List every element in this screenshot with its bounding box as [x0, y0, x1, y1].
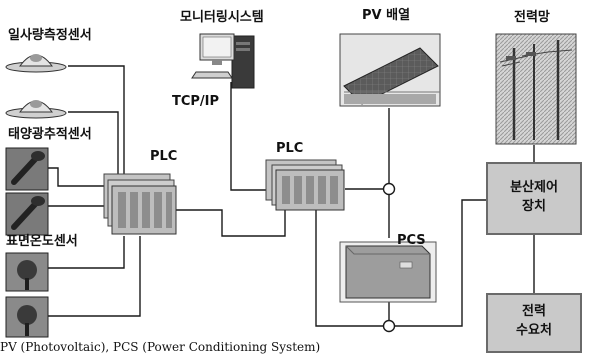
temperature-probe-icon [5, 296, 49, 338]
label-plc-left: PLC [150, 149, 178, 164]
distributed-control-line1: 분산제어 [510, 180, 558, 195]
wire-temp-1 [48, 236, 125, 269]
plc-rack-icon [265, 159, 345, 211]
wire-tracking-1 [48, 167, 104, 187]
power-line-icon [495, 33, 577, 145]
power-consumer-line1: 전력 [522, 304, 546, 319]
junction-bus [382, 319, 396, 333]
wire-plc-link [175, 205, 286, 237]
figure-caption: PV (Photovoltaic), PCS (Power Conditioni… [0, 340, 321, 354]
computer-icon [191, 33, 255, 89]
solar-panel-icon [339, 33, 441, 107]
wire-bus-consumer [395, 199, 486, 327]
power-consumer-box [486, 293, 582, 353]
dome-sensor-icon [5, 100, 67, 119]
inverter-icon [339, 241, 437, 303]
distributed-control-line2: 장치 [522, 199, 546, 214]
power-consumer-line2: 수요처 [516, 323, 552, 338]
wire-irradiance-1 [68, 65, 125, 176]
wire-tcpip [230, 82, 275, 191]
label-solar-tracking-sensor: 태양광추적센서 [8, 127, 92, 142]
dome-sensor-icon [5, 54, 67, 73]
label-power-grid: 전력망 [514, 10, 550, 25]
connection-lines [48, 65, 535, 327]
temperature-probe-icon [5, 252, 49, 292]
distributed-control-box [486, 162, 582, 235]
label-irradiance-sensor: 일사량측정센서 [8, 28, 92, 43]
wire-irradiance-2 [68, 111, 119, 176]
label-pcs: PCS [397, 233, 426, 248]
junction-pv [382, 182, 396, 196]
sun-tracker-icon [5, 192, 49, 236]
label-tcp-ip: TCP/IP [172, 94, 220, 109]
label-surface-temp-sensor: 표면온도센서 [6, 234, 78, 249]
label-monitoring-system: 모니터링시스템 [180, 10, 264, 25]
wire-plc-bus [315, 205, 383, 327]
label-plc-right: PLC [276, 141, 304, 156]
label-pv-array: PV 배열 [362, 8, 411, 23]
wire-temp-2 [48, 236, 141, 317]
plc-rack-icon [103, 173, 177, 235]
sun-tracker-icon [5, 147, 49, 191]
